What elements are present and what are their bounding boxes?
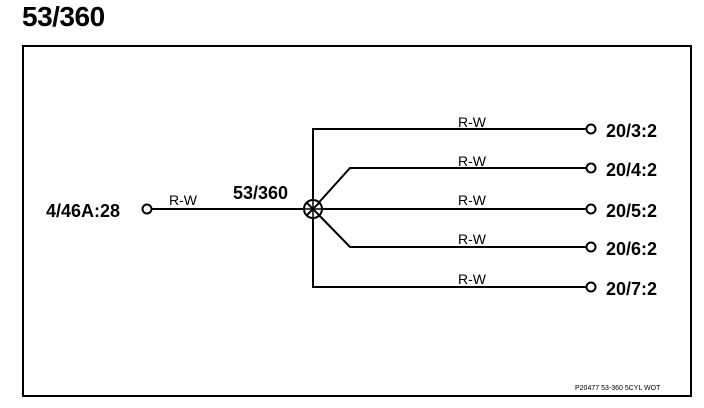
branch-wire-label-2: R-W [458,153,487,169]
terminal-label-1: 20/3:2 [606,121,657,141]
branch-wire-label-4: R-W [458,231,487,247]
branch-wire-label-3: R-W [458,192,487,208]
terminal-label-4: 20/6:2 [606,239,657,259]
terminal-connector-2[interactable] [585,162,597,174]
terminal-connector-4[interactable] [585,241,597,253]
source-terminal-label: 4/46A:28 [46,201,120,221]
branch-wires [312,128,586,288]
branch-wire-label-1: R-W [458,114,487,130]
branch-wire-4 [312,208,586,248]
terminal-connector-5[interactable] [585,281,597,293]
splice-label: 53/360 [233,183,288,203]
terminal-connector-1[interactable] [585,123,597,135]
diagram-frame [22,45,692,397]
source-terminal-connector[interactable] [141,203,153,215]
page-title: 53/360 [22,1,105,32]
terminal-connector-3[interactable] [585,203,597,215]
terminal-label-3: 20/5:2 [606,201,657,221]
terminal-label-5: 20/7:2 [606,279,657,299]
branch-wire-label-5: R-W [458,271,487,287]
terminal-label-2: 20/4:2 [606,160,657,180]
splice-icon[interactable] [303,199,323,219]
reference-code: P20477 53-360 5CYL WOT [575,385,661,392]
source-wire-label: R-W [169,192,198,208]
branch-wire-5 [312,218,586,288]
branch-wire-1 [312,128,586,200]
branch-wire-2 [312,167,586,210]
